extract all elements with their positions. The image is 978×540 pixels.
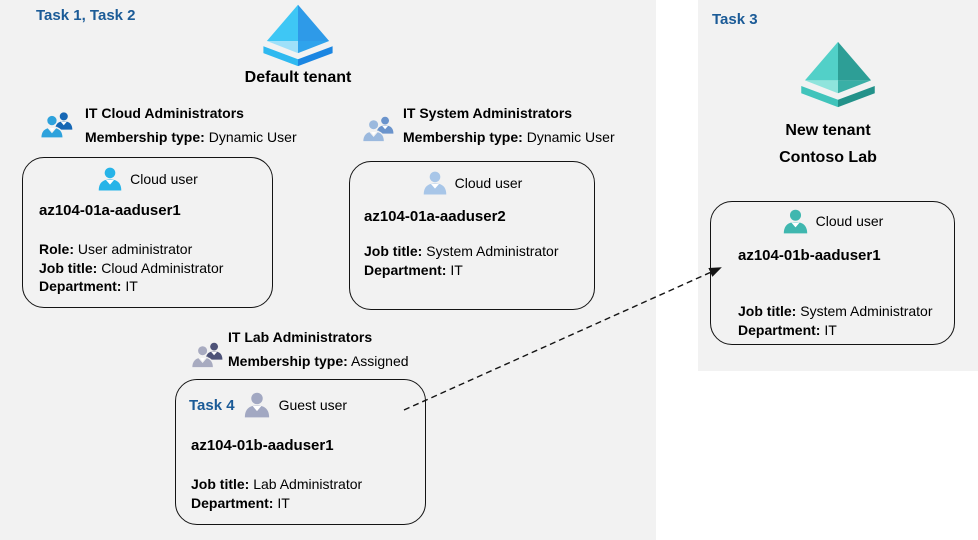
- person-icon: [423, 171, 446, 195]
- card-guest-user: Task 4 Guest user az104-01b-aaduser1 Job…: [175, 379, 426, 525]
- person-icon: [244, 392, 269, 418]
- card-header-label: Cloud user: [130, 171, 198, 187]
- task-3-label: Task 3: [712, 11, 758, 28]
- membership-label: Membership type:: [85, 129, 205, 145]
- new-tenant-title-line1: New tenant: [785, 122, 871, 139]
- group-people-icon: [362, 116, 394, 143]
- user-details: Job title: System Administrator Departme…: [364, 242, 559, 279]
- group-people-icon: [40, 112, 73, 139]
- membership-label: Membership type:: [228, 353, 348, 369]
- card-header: Cloud user: [23, 164, 272, 194]
- membership-label: Membership type:: [403, 129, 523, 145]
- person-icon: [783, 209, 807, 233]
- card-header: Task 4 Guest user: [189, 389, 347, 421]
- group-membership: Membership type: Assigned: [228, 353, 409, 369]
- card-cloud-user-1: Cloud user az104-01a-aaduser1 Role: User…: [22, 157, 273, 308]
- group-membership: Membership type: Dynamic User: [85, 129, 297, 145]
- person-icon: [98, 167, 122, 191]
- task-1-2-label: Task 1, Task 2: [36, 7, 136, 24]
- card-cloud-user-2: Cloud user az104-01a-aaduser2 Job title:…: [349, 161, 595, 310]
- user-details: Job title: Lab Administrator Department:…: [191, 475, 362, 512]
- user-details: Role: User administrator Job title: Clou…: [39, 240, 223, 296]
- card-header: Cloud user: [711, 206, 954, 236]
- detail-line-job-title: Job title: Cloud Administrator: [39, 259, 224, 276]
- default-tenant-title: Default tenant: [244, 69, 352, 86]
- membership-value: Assigned: [350, 353, 409, 369]
- card-header-label: Guest user: [278, 397, 348, 413]
- group-people-icon: [191, 342, 223, 369]
- detail-line-job-title: Job title: Lab Administrator: [191, 476, 363, 492]
- detail-line-job-title: Job title: System Administrator: [738, 303, 933, 319]
- detail-line-role: Role: User administrator: [39, 241, 193, 257]
- membership-value: Dynamic User: [208, 129, 297, 145]
- user-details: Job title: System Administrator Departme…: [738, 302, 933, 339]
- card-header-label: Cloud user: [815, 213, 884, 229]
- user-name: az104-01b-aaduser1: [738, 247, 881, 264]
- detail-line-department: Department: IT: [364, 261, 463, 278]
- detail-line-job-title: Job title: System Administrator: [364, 243, 559, 259]
- user-name: az104-01b-aaduser1: [191, 437, 334, 454]
- user-name: az104-01a-aaduser1: [39, 202, 181, 219]
- new-tenant-panel: Task 3 New tenant Contoso Lab Cloud user…: [698, 0, 978, 371]
- group-name: IT Lab Administrators: [228, 329, 373, 345]
- azure-ad-tenant-icon: [263, 4, 333, 67]
- group-membership: Membership type: Dynamic User: [403, 129, 615, 145]
- azure-ad-tenant-icon: [801, 41, 875, 108]
- group-name: IT Cloud Administrators: [85, 105, 244, 121]
- new-tenant-title-line2: Contoso Lab: [779, 149, 877, 166]
- card-new-tenant-user: Cloud user az104-01b-aaduser1 Job title:…: [710, 201, 955, 345]
- user-name: az104-01a-aaduser2: [364, 208, 506, 225]
- detail-line-department: Department: IT: [738, 321, 837, 338]
- card-header: Cloud user: [350, 168, 594, 198]
- detail-line-department: Department: IT: [191, 494, 290, 511]
- card-header-label: Cloud user: [454, 175, 523, 191]
- group-name: IT System Administrators: [403, 105, 573, 121]
- membership-value: Dynamic User: [526, 129, 615, 145]
- default-tenant-panel: Task 1, Task 2 Default tenant IT Cloud A…: [0, 0, 656, 540]
- detail-line-department: Department: IT: [39, 278, 138, 294]
- task-4-label: Task 4: [189, 396, 235, 414]
